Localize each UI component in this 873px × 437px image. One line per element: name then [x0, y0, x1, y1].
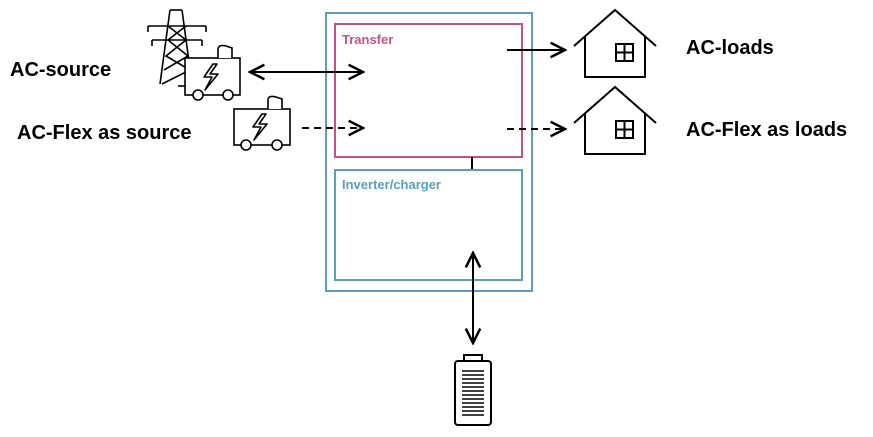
outer-unit-box [325, 12, 533, 292]
generator-icon [178, 44, 241, 101]
ac-loads-label: AC-loads [686, 37, 774, 59]
ac-source-label: AC-source [10, 59, 111, 81]
flex-house-icon [573, 85, 657, 155]
inverter-charger-label: Inverter/charger [342, 177, 441, 192]
inverter-charger-box [334, 169, 523, 281]
flex-generator-icon [233, 95, 291, 151]
ac-flex-loads-label: AC-Flex as loads [686, 119, 847, 141]
transfer-box [334, 23, 523, 158]
house-icon [573, 8, 657, 78]
battery-icon [454, 354, 492, 426]
ac-flex-source-label: AC-Flex as source [17, 122, 192, 144]
transfer-label: Transfer [342, 32, 393, 47]
